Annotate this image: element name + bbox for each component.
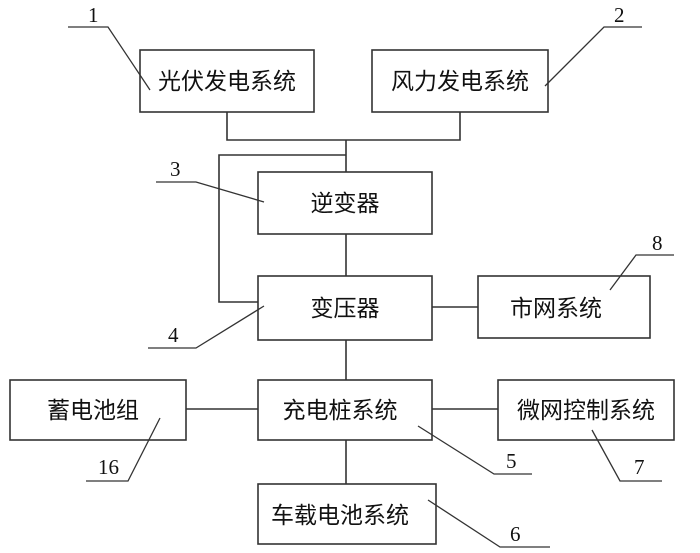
ref-number-1: 1 [88, 3, 99, 27]
charging-pile-label: 充电桩系统 [283, 398, 398, 424]
block-pv: 光伏发电系统 [139, 49, 315, 113]
battery-pack-box [9, 379, 187, 441]
microgrid-control-label: 微网控制系统 [517, 398, 655, 424]
leader-1 [68, 26, 151, 91]
leader-5 [417, 425, 532, 475]
block-battery-pack: 蓄电池组 [9, 379, 187, 441]
block-vehicle-battery: 车载电池系统 [257, 483, 437, 545]
vehicle-battery-box [257, 483, 437, 545]
leader-4 [148, 305, 265, 349]
wire-pv-to-bus [226, 112, 461, 141]
ref-number-16: 16 [98, 455, 119, 479]
block-transformer: 变压器 [257, 275, 433, 341]
ref-number-6: 6 [510, 522, 521, 546]
ref-number-5: 5 [506, 449, 517, 473]
reference-numbers: 1 2 3 4 8 16 5 7 6 [88, 3, 663, 546]
grid-label: 市网系统 [510, 296, 602, 322]
wind-box [371, 49, 549, 113]
leader-8 [609, 254, 674, 291]
connection-lines [186, 112, 498, 484]
block-microgrid-control: 微网控制系统 [497, 379, 675, 441]
leader-16 [86, 417, 161, 482]
ref-number-2: 2 [614, 3, 625, 27]
pv-box [139, 49, 315, 113]
vehicle-battery-label: 车载电池系统 [271, 503, 409, 529]
charging-pile-box [257, 379, 433, 441]
inverter-label: 逆变器 [311, 191, 380, 217]
microgrid-control-box [497, 379, 675, 441]
ref-number-7: 7 [634, 455, 645, 479]
transformer-label: 变压器 [311, 296, 380, 322]
leader-2 [544, 26, 642, 87]
leader-6 [427, 499, 550, 548]
block-grid: 市网系统 [477, 275, 651, 339]
block-inverter: 逆变器 [257, 171, 433, 235]
leader-3 [156, 181, 265, 203]
grid-box [477, 275, 651, 339]
ref-number-4: 4 [168, 323, 179, 347]
block-charging-pile: 充电桩系统 [257, 379, 433, 441]
transformer-box [257, 275, 433, 341]
block-wind: 风力发电系统 [371, 49, 549, 113]
battery-pack-label: 蓄电池组 [47, 398, 139, 424]
leader-7 [591, 429, 662, 482]
ref-number-3: 3 [170, 157, 181, 181]
wind-label: 风力发电系统 [391, 69, 529, 95]
ref-number-8: 8 [652, 231, 663, 255]
pv-label: 光伏发电系统 [158, 69, 296, 95]
inverter-box [257, 171, 433, 235]
wire-bypass-to-transformer [218, 154, 346, 303]
leader-lines [68, 26, 674, 548]
